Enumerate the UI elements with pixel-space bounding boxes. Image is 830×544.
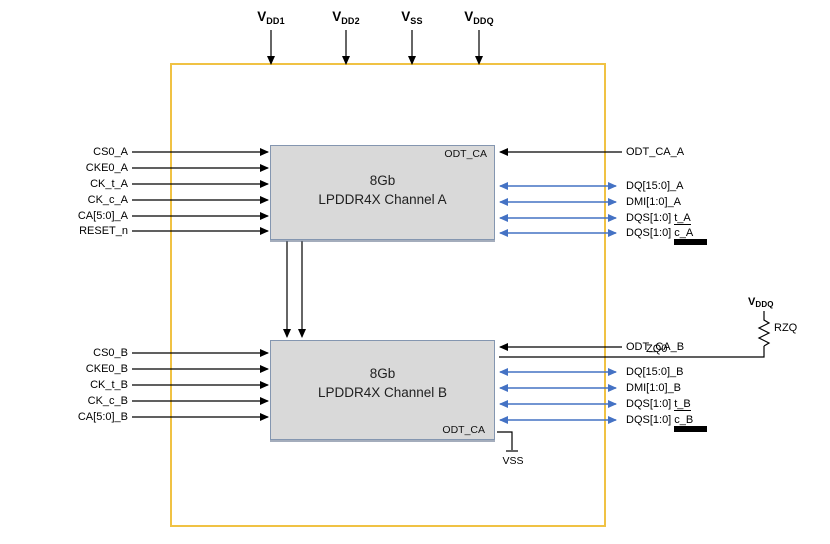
channel-b-name-label: LPDDR4X Channel B <box>317 385 448 400</box>
signal-label-cs0-a: CS0_A <box>93 146 128 158</box>
signal-label-odt-ca-a: ODT_CA_A <box>626 146 685 158</box>
signal-label-cs0-b: CS0_B <box>93 347 128 359</box>
signal-label-ck-t-a: CK_t_A <box>90 178 128 190</box>
channel-a-odt-corner-label: ODT_CA <box>444 148 487 160</box>
signal-label-ca-a: CA[5:0]_A <box>77 210 128 222</box>
channel-b-size-label: 8Gb <box>369 366 396 381</box>
signal-label-dqs-t-a: DQS[1:0]t_A <box>626 212 691 225</box>
signal-label-dqs-c-a: DQS[1:0]c_A <box>626 226 708 245</box>
channel-a-input-arrows <box>132 148 269 235</box>
zq0-rzq-network <box>499 311 771 358</box>
power-pin-vss: VSS <box>401 9 423 26</box>
signal-label-dq-a: DQ[15:0]_A <box>626 180 684 192</box>
channel-b-input-arrows <box>132 349 269 421</box>
chip-boundary <box>170 63 606 527</box>
signal-label-ck-t-b: CK_t_B <box>90 379 128 391</box>
signal-label-cke0-a: CKE0_A <box>85 162 128 174</box>
channel-a-block: ODT_CA 8Gb LPDDR4X Channel A <box>270 145 495 240</box>
signal-label-cke0-b: CKE0_B <box>85 363 128 375</box>
signal-label-ca-b: CA[5:0]_B <box>77 411 128 423</box>
channel-a-size-label: 8Gb <box>369 172 396 188</box>
rzq-resistor-label: RZQ <box>774 322 798 334</box>
signal-label-reset-n: RESET_n <box>79 225 128 237</box>
signal-label-dqs-c-b: DQS[1:0]c_B <box>626 413 708 432</box>
odt-ca-vss-drop <box>497 431 518 452</box>
signal-label-dmi-a: DMI[1:0]_A <box>626 196 682 208</box>
channel-b-data-arrows <box>499 368 617 424</box>
vddq-supply-label: VDDQ <box>748 296 774 309</box>
vss-ground-label: VSS <box>502 455 524 467</box>
channel-b-odt-corner-label: ODT_CA <box>442 424 485 436</box>
power-arrows <box>267 30 483 65</box>
signal-label-ck-c-a: CK_c_A <box>87 194 128 206</box>
signal-label-odt-ca-b: ODT_CA_B <box>626 341 685 353</box>
power-pin-vdd2: VDD2 <box>332 9 360 26</box>
inter-channel-arrows <box>283 241 306 338</box>
power-pin-vddq: VDDQ <box>464 9 494 26</box>
signal-label-dmi-b: DMI[1:0]_B <box>626 382 682 394</box>
power-pin-vdd1: VDD1 <box>257 9 285 26</box>
signal-label-dq-b: DQ[15:0]_B <box>626 366 684 378</box>
rzq-resistor-symbol <box>757 311 771 347</box>
channel-a-data-arrows <box>499 182 617 237</box>
signal-label-zq0: ZQ0 <box>646 343 668 355</box>
signal-label-dqs-t-b: DQS[1:0]t_B <box>626 398 691 411</box>
channel-a-name-label: LPDDR4X Channel A <box>318 191 447 207</box>
channel-b-block: ODT_CA 8Gb LPDDR4X Channel B <box>270 340 495 440</box>
signal-label-ck-c-b: CK_c_B <box>87 395 128 407</box>
